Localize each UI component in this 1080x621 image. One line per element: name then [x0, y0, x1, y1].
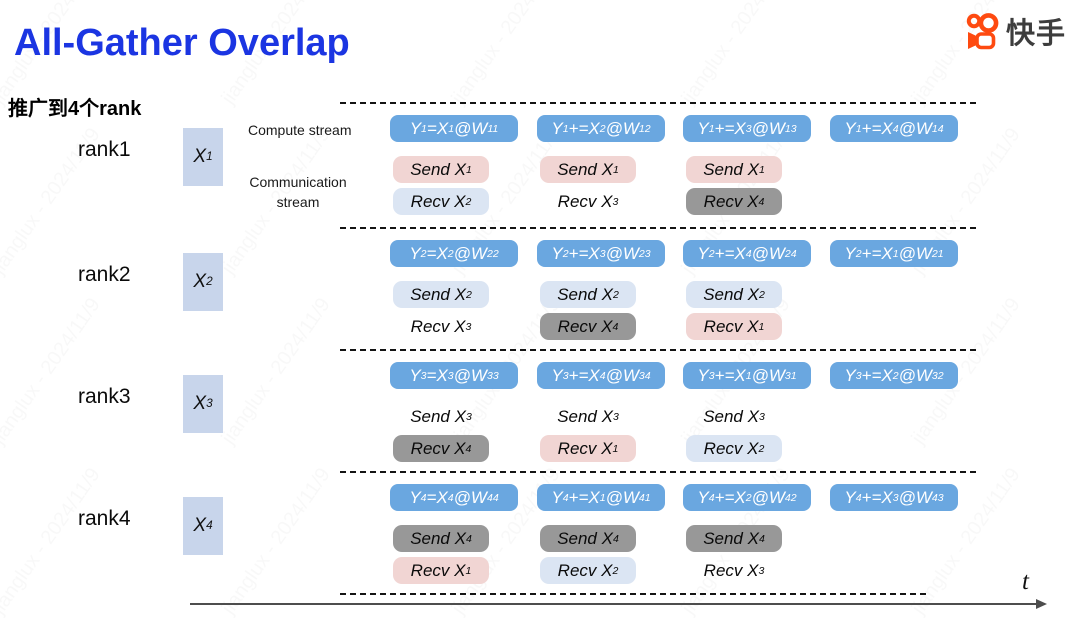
kuaishou-camera-icon [966, 13, 999, 50]
dashed-separator [340, 593, 926, 595]
dashed-separator [340, 227, 976, 229]
dashed-separator [340, 471, 976, 473]
rank-label: rank3 [78, 385, 131, 408]
communication-stream-label-line2: stream [276, 194, 320, 211]
watermark-text: jianglux - 2024/11/9 [677, 0, 795, 109]
dashed-separator [340, 102, 976, 104]
rank-label: rank4 [78, 507, 131, 530]
kuaishou-logo: 快手 [963, 10, 1066, 52]
kuaishou-logo-text: 快手 [1005, 18, 1066, 50]
time-axis-line [190, 603, 1038, 605]
time-axis-arrow-icon [1036, 598, 1047, 609]
compute-stream-label: Compute stream [248, 122, 352, 138]
communication-stream-label: Communication stream [238, 172, 358, 213]
rank-label: rank1 [78, 138, 131, 161]
subtitle: 推广到4个rank [8, 98, 142, 120]
dashed-separator [340, 349, 976, 351]
page-title: All-Gather Overlap [14, 22, 350, 64]
rank-label: rank2 [78, 263, 131, 286]
communication-stream-label-line1: Communication [249, 174, 347, 190]
watermark-text: jianglux - 2024/11/9 [447, 0, 565, 109]
